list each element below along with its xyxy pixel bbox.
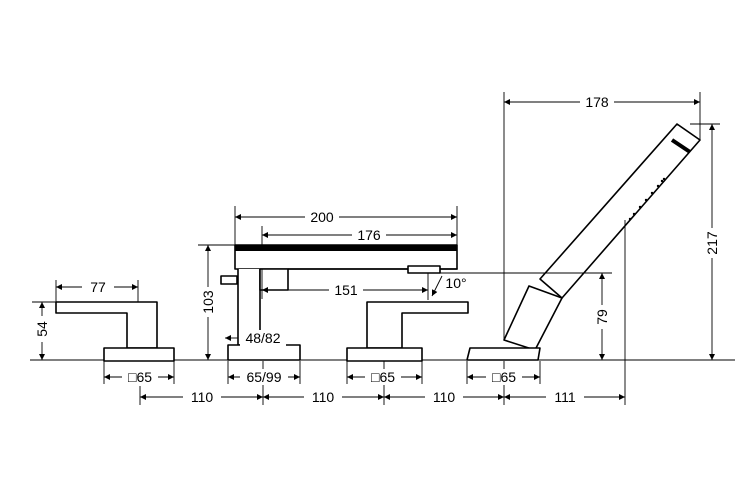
dim-spacing-1: 110: [191, 389, 214, 405]
dim-shower-height: 217: [704, 231, 720, 255]
dim-spout-base: 65/99: [246, 369, 281, 385]
dim-lever-height: 54: [34, 321, 50, 337]
dim-angle: 10°: [445, 275, 466, 291]
dim-spout-height: 103: [200, 290, 216, 314]
dim-spout-reach: 151: [334, 282, 358, 298]
dim-shower-width: 178: [585, 94, 609, 110]
dim-lever-width: 77: [90, 279, 106, 295]
dim-base-3: □65: [371, 369, 395, 385]
dim-shower-base-height: 79: [594, 309, 610, 325]
dim-spout-total: 200: [310, 209, 334, 225]
dim-spacing-3: 110: [433, 389, 456, 405]
lever-handle-middle: [346, 301, 469, 362]
spout: [220, 244, 458, 361]
dim-spout-top: 176: [357, 227, 381, 243]
dim-spout-base-inner: 48/82: [245, 330, 280, 346]
lever-handle-left: [55, 301, 175, 362]
dim-spacing-4: 111: [554, 389, 575, 405]
dim-base-1: □65: [128, 369, 152, 385]
dim-base-4: □65: [492, 369, 516, 385]
dim-spacing-2: 110: [312, 389, 335, 405]
hand-shower: [466, 123, 701, 361]
